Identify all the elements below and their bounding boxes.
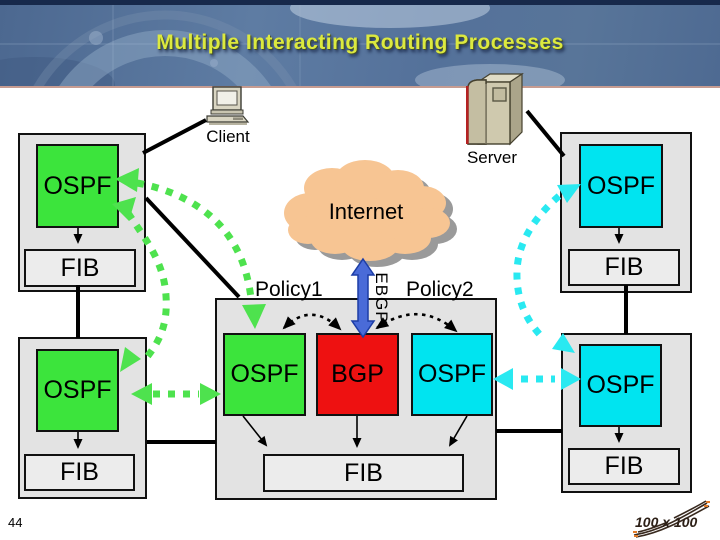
internet-label: Internet — [328, 199, 404, 224]
ospf-label: OSPF — [586, 371, 655, 399]
router-upper-right: OSPF FIB — [560, 132, 692, 293]
ospf-label: OSPF — [586, 171, 656, 200]
link-client-line — [142, 118, 207, 155]
router-center: OSPF BGP OSPF FIB — [215, 298, 497, 500]
policy2-label: Policy2 — [406, 278, 474, 301]
fib-box-center: FIB — [263, 454, 464, 492]
router-lower-left: OSPF FIB — [18, 337, 147, 499]
ospf-box-lower-right: OSPF — [579, 344, 662, 427]
client-label: Client — [206, 127, 250, 146]
ospf-label: OSPF — [43, 376, 112, 404]
router-upper-left: OSPF FIB — [18, 133, 146, 292]
logo-text: 100 x 100 — [635, 514, 697, 530]
link-server-line — [525, 109, 566, 158]
brand-logo: 100 x 100 — [632, 498, 712, 540]
ospf-box-lower-left: OSPF — [36, 349, 119, 432]
server-tower-icon — [466, 72, 524, 146]
page-number: 44 — [8, 515, 23, 530]
logo-orange-ticks — [633, 501, 710, 537]
green-arc-upper-to-center — [136, 179, 255, 299]
bgp-label: BGP — [331, 360, 384, 388]
desktop-computer-icon — [206, 86, 250, 125]
fib-label: FIB — [344, 458, 383, 487]
ospf-label: OSPF — [230, 360, 299, 388]
slide-title: Multiple Interacting Routing Processes — [156, 31, 564, 54]
router-lower-right: OSPF FIB — [561, 333, 692, 493]
server-label: Server — [466, 148, 518, 167]
fib-box-lower-right: FIB — [568, 448, 680, 485]
cyan-arc-upper-to-lower — [513, 193, 562, 341]
policy1-label: Policy1 — [255, 278, 323, 301]
fib-box-upper-left: FIB — [24, 249, 136, 287]
cloud-body — [284, 160, 450, 261]
client-icon — [203, 86, 253, 135]
header-banner: Multiple Interacting Routing Processes — [0, 0, 720, 88]
ebgp-label: EBGP — [372, 272, 391, 324]
bgp-box-center: BGP — [316, 333, 399, 416]
server-icon — [460, 70, 530, 155]
ospf-label: OSPF — [417, 360, 487, 388]
header-decoration — [0, 0, 720, 86]
internet-cloud — [270, 158, 470, 278]
fib-box-upper-right: FIB — [568, 249, 680, 286]
ospf-box-upper-left: OSPF — [36, 144, 119, 228]
ospf-box-upper-right: OSPF — [579, 144, 663, 228]
cloud-icon — [284, 160, 457, 267]
fib-label: FIB — [60, 458, 99, 486]
ospf-box-center-right: OSPF — [411, 333, 493, 416]
logo-swoosh-lines — [633, 500, 710, 538]
ospf-label: OSPF — [43, 171, 112, 200]
link-upperleft-center — [144, 196, 241, 299]
fib-label: FIB — [604, 452, 644, 480]
fib-box-lower-left: FIB — [24, 454, 135, 491]
fib-label: FIB — [604, 253, 644, 281]
fib-label: FIB — [60, 253, 100, 282]
speed-swoosh-logo-icon: 100 x 100 — [633, 500, 710, 538]
ospf-box-center-left: OSPF — [223, 333, 306, 416]
